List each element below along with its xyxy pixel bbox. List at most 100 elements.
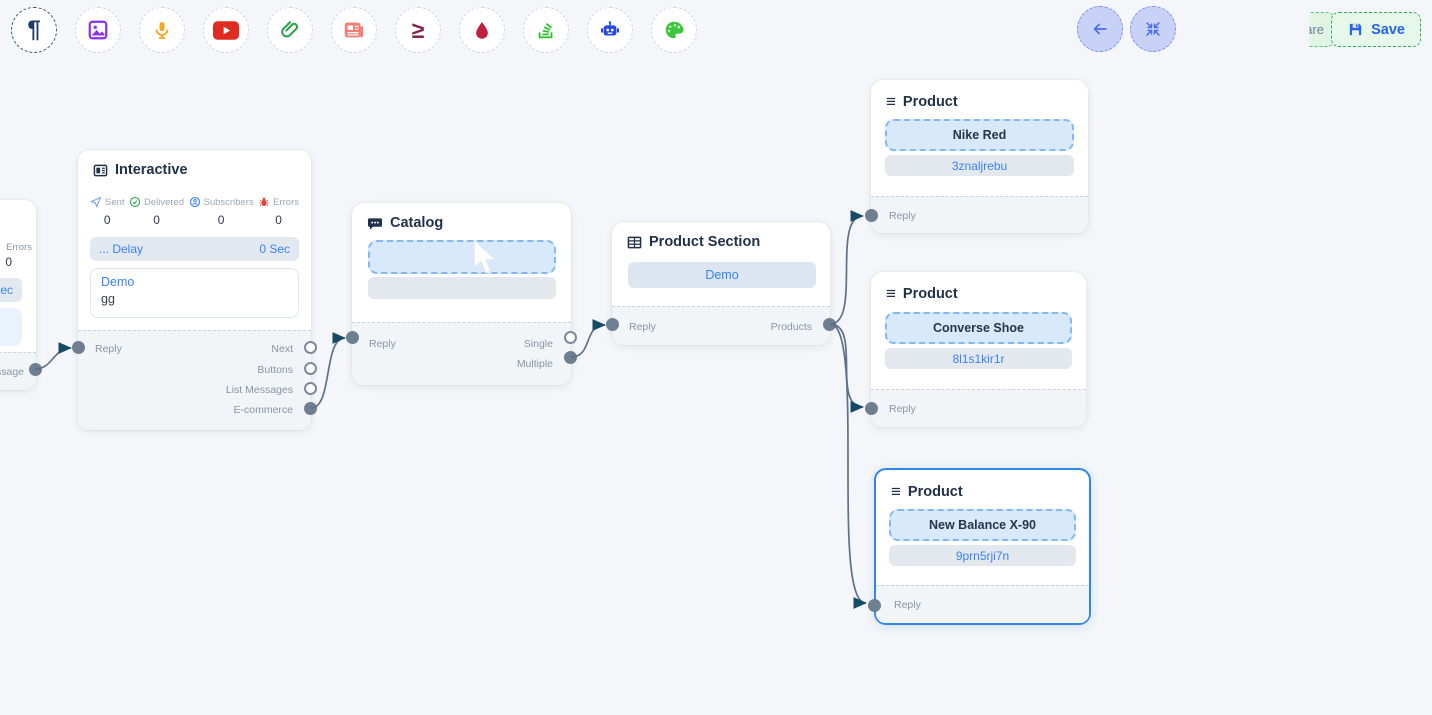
message-preview-box[interactable] [0,308,22,346]
output-port-single[interactable] [564,331,577,344]
stat-label: Errors [273,196,299,208]
product-section-node[interactable]: Product Section Demo Reply Products [606,222,836,345]
product-name-box[interactable]: New Balance X-90 [889,509,1076,541]
delay-row[interactable]: ... Delay 0 Sec [90,237,299,261]
bot-block-button[interactable] [587,7,633,53]
stat-label: Errors [6,242,32,253]
input-port-reply[interactable] [865,209,878,222]
output-label: Next [271,343,293,355]
product-node-converse-shoe[interactable]: ≡ Product Converse Shoe 8l1s1kir1r Reply [865,272,1086,427]
condition-block-button[interactable]: ≥ [395,7,441,53]
menu-icon: ≡ [886,284,896,303]
catalog-placeholder-box[interactable] [368,240,556,274]
input-label: Reply [629,321,656,333]
stat-label: Sent [105,196,125,208]
input-label: Reply [889,403,916,415]
theme-block-button[interactable] [651,7,697,53]
stats-row: Sent 0 Delivered 0 [90,196,299,227]
output-port-buttons[interactable] [304,362,317,375]
delay-row[interactable]: 0 Sec [0,278,22,302]
attachment-block-button[interactable] [267,7,313,53]
catalog-node[interactable]: Catalog Reply Single Multiple [346,203,577,385]
output-port-next[interactable] [304,341,317,354]
paperclip-icon [281,21,299,38]
product-section-icon [627,236,642,248]
output-label: Multiple [516,358,553,370]
input-port-reply[interactable] [72,341,85,354]
node-title-text: Product [902,286,958,302]
product-id-box[interactable]: 3znaljrebu [885,155,1074,176]
flow-edge [829,210,864,325]
floppy-disk-icon [1349,23,1362,36]
product-name-box[interactable]: Nike Red [885,119,1074,151]
stat-value: 0 [5,255,12,269]
input-port-reply[interactable] [346,331,359,344]
output-port-message[interactable] [29,363,42,376]
drip-block-button[interactable] [459,7,505,53]
stat-subscribers: Subscribers 0 [189,196,254,227]
message-title: Demo [101,275,135,289]
product-name: Nike Red [952,128,1007,142]
output-label: E-commerce [233,404,293,416]
delivered-icon [129,196,141,208]
interactive-node[interactable]: Interactive Sent 0 Delivered [72,150,317,430]
output-port-list-messages[interactable] [304,382,317,395]
input-port-reply[interactable] [606,318,619,331]
product-name-box[interactable]: Converse Shoe [885,312,1072,344]
droplet-icon [476,22,488,39]
catalog-secondary-box[interactable] [368,277,556,299]
video-block-button[interactable] [203,7,249,53]
stat-label: Delivered [143,196,185,208]
product-id-box[interactable]: 9prn5rji7n [889,545,1076,566]
product-node-new-balance[interactable]: ≡ Product New Balance X-90 9prn5rji7n Re… [868,468,1091,625]
save-button-label: Save [1371,21,1405,38]
input-port-reply[interactable] [865,402,878,415]
section-item-box[interactable]: Demo [628,262,816,288]
stat-label: Subscribers [203,196,254,208]
product-name: New Balance X-90 [929,518,1036,532]
errors-icon [259,197,269,207]
message-box[interactable]: Demo gg [90,268,299,318]
fit-view-button[interactable] [1130,6,1176,52]
output-port-ecommerce[interactable] [304,402,317,415]
clipped-left-node[interactable]: Errors 0 0 Sec Message [0,200,42,390]
input-port-reply[interactable] [868,599,881,612]
menu-icon: ≡ [886,92,896,111]
stack-block-button[interactable] [523,7,569,53]
product-id-box[interactable]: 8l1s1kir1r [885,348,1072,369]
input-label: Reply [894,599,921,611]
output-label: Products [770,321,812,333]
input-label: Reply [889,210,916,222]
input-label: Reply [369,338,396,350]
template-block-button[interactable] [331,7,377,53]
back-button[interactable] [1077,6,1123,52]
product-id: 8l1s1kir1r [952,352,1005,366]
youtube-icon [213,20,239,40]
save-button[interactable]: Save [1331,12,1421,47]
flow-edge [829,323,867,609]
product-id: 3znaljrebu [951,159,1008,173]
delay-value: 0 Sec [0,283,13,297]
output-port-multiple[interactable] [564,351,577,364]
stat-delivered: Delivered 0 [129,196,184,227]
audio-block-button[interactable] [139,7,185,53]
stat-sent: Sent 0 [90,196,125,227]
product-node-nike-red[interactable]: ≡ Product Nike Red 3znaljrebu Reply [865,80,1088,233]
output-port-products[interactable] [823,318,836,331]
image-block-button[interactable] [75,7,121,53]
stack-icon [538,23,553,39]
message-text: gg [101,292,115,306]
arrow-left-icon [1093,23,1107,35]
product-id: 9prn5rji7n [955,549,1010,563]
microphone-icon [155,22,169,39]
paragraph-icon: ¶ [27,16,41,43]
output-label: Single [523,338,553,350]
paragraph-block-button[interactable]: ¶ [11,7,57,53]
stat-errors: Errors 0 [258,196,299,227]
compress-icon [1146,22,1160,36]
delay-value: 0 Sec [259,242,290,256]
stat-value: 0 [217,213,225,227]
output-label: List Messages [225,384,293,396]
section-item-label: Demo [705,268,739,282]
